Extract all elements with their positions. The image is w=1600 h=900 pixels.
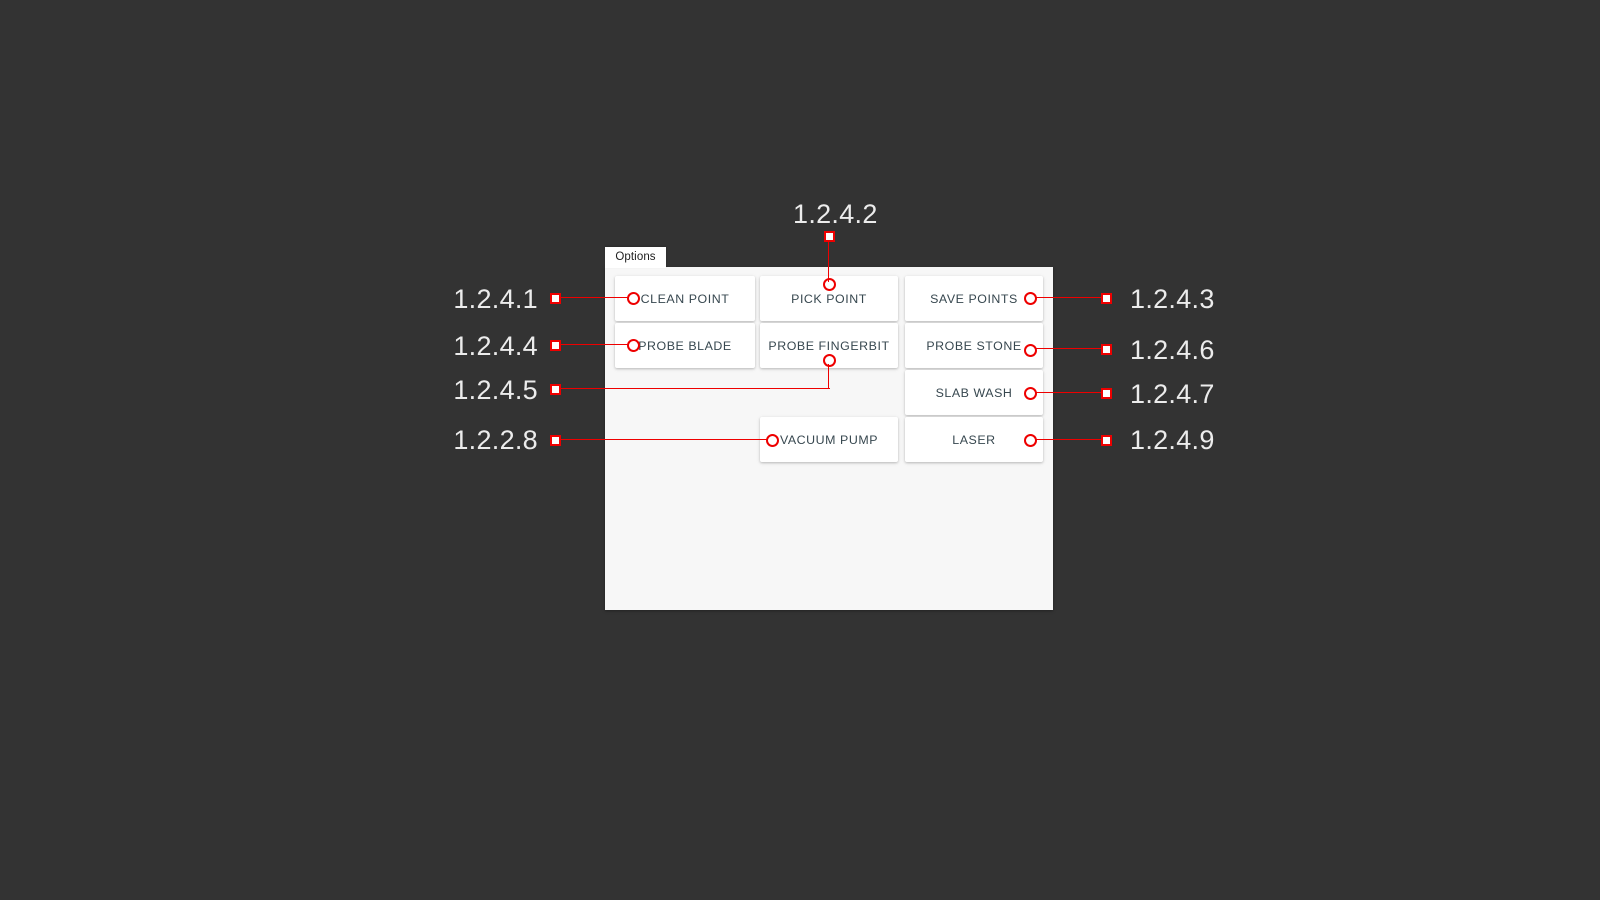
annotation-square-marker-1-2-4-6 [1101,344,1112,355]
annotation-circle-marker-1-2-4-5 [823,354,836,367]
button-probe-blade-label: PROBE BLADE [638,338,732,353]
annotation-circle-marker-1-2-4-4 [627,339,640,352]
annotation-label-1-2-4-2: 1.2.4.2 [793,199,878,229]
button-probe-stone-label: PROBE STONE [926,338,1022,353]
annotation-square-marker-1-2-4-7 [1101,388,1112,399]
annotation-circle-marker-1-2-2-8 [766,434,779,447]
button-probe-fingerbit-label: PROBE FINGERBIT [768,338,890,353]
annotation-square-marker-1-2-4-2 [824,231,835,242]
annotation-label-1-2-4-1: 1.2.4.1 [453,284,538,314]
button-clean-point-label: CLEAN POINT [640,291,730,306]
annotation-square-marker-1-2-4-1 [550,293,561,304]
annotation-connector-1-2-4-2 [828,242,829,282]
annotation-square-marker-1-2-4-4 [550,340,561,351]
annotation-circle-marker-1-2-4-6 [1024,344,1037,357]
annotation-label-1-2-4-6: 1.2.4.6 [1130,335,1215,365]
annotation-label-1-2-4-4: 1.2.4.4 [453,331,538,361]
annotation-label-1-2-4-5: 1.2.4.5 [453,375,538,405]
button-save-points[interactable]: SAVE POINTS [905,276,1043,321]
button-probe-stone[interactable]: PROBE STONE [905,323,1043,368]
annotation-connector-1-2-4-5-horizontal [561,388,830,389]
annotation-connector-1-2-4-5-vertical [828,364,829,389]
annotation-label-1-2-4-9: 1.2.4.9 [1130,425,1215,455]
button-vacuum-pump[interactable]: VACUUM PUMP [760,417,898,462]
annotation-square-marker-1-2-2-8 [550,435,561,446]
button-save-points-label: SAVE POINTS [930,291,1018,306]
tab-options[interactable]: Options [605,247,666,268]
annotation-circle-marker-1-2-4-9 [1024,434,1037,447]
annotation-label-1-2-2-8: 1.2.2.8 [453,425,538,455]
annotation-label-1-2-4-3: 1.2.4.3 [1130,284,1215,314]
button-slab-wash[interactable]: SLAB WASH [905,370,1043,415]
annotation-connector-1-2-4-3 [1035,297,1102,298]
annotation-circle-marker-1-2-4-7 [1024,387,1037,400]
annotation-connector-1-2-4-1 [561,297,629,298]
annotation-connector-1-2-4-7 [1035,392,1102,393]
annotation-square-marker-1-2-4-3 [1101,293,1112,304]
annotation-label-1-2-4-7: 1.2.4.7 [1130,379,1215,409]
button-laser-label: LASER [952,432,996,447]
button-slab-wash-label: SLAB WASH [935,385,1013,400]
annotation-circle-marker-1-2-4-2 [823,278,836,291]
annotation-connector-1-2-2-8 [561,439,768,440]
annotation-connector-1-2-4-6 [1035,348,1102,349]
annotation-connector-1-2-4-4 [561,344,629,345]
annotation-circle-marker-1-2-4-3 [1024,292,1037,305]
annotation-connector-1-2-4-9 [1035,439,1102,440]
annotation-square-marker-1-2-4-5 [550,384,561,395]
annotation-square-marker-1-2-4-9 [1101,435,1112,446]
button-laser[interactable]: LASER [905,417,1043,462]
button-pick-point-label: PICK POINT [791,291,867,306]
annotation-circle-marker-1-2-4-1 [627,292,640,305]
button-vacuum-pump-label: VACUUM PUMP [779,432,879,447]
